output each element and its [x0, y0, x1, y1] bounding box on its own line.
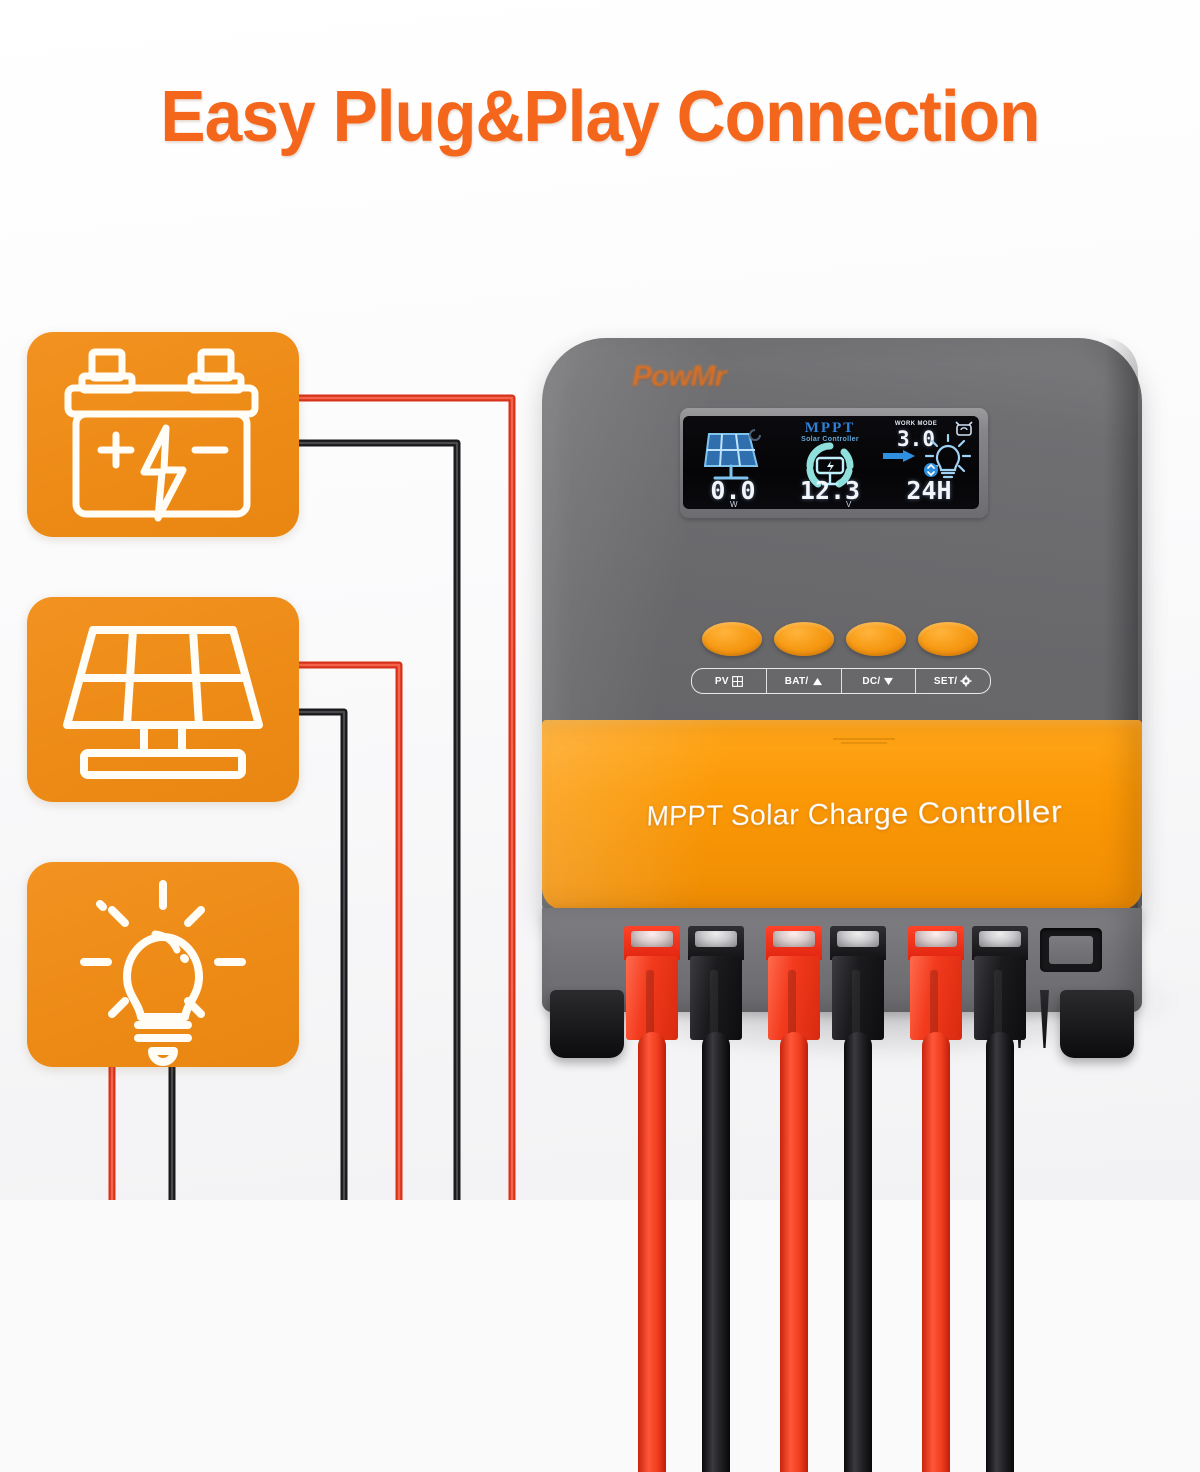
mppt-logo-subtitle: Solar Controller	[801, 436, 859, 443]
work-mode-value: 3.0	[897, 427, 935, 451]
terminal-connector-red-1[interactable]	[624, 926, 680, 1472]
grid-icon	[731, 675, 743, 687]
pv-power-unit: W	[730, 500, 738, 509]
arrow-right-icon	[883, 450, 915, 462]
spare-port[interactable]	[1040, 928, 1102, 972]
wiring-diagram	[108, 394, 516, 1200]
feature-card-light-bulb	[27, 862, 299, 1067]
rubber-foot-right	[1060, 990, 1134, 1058]
triangle-down-icon	[883, 677, 894, 686]
lcd-display: 0.0 W MPPT Solar Controller	[683, 416, 979, 509]
product-name-text: MPPT Solar Charge Controller	[645, 794, 1064, 833]
button-label-strip: PV BAT/ DC/ SET/	[691, 668, 991, 694]
lcd-pv-zone: 0.0 W	[685, 416, 781, 509]
pv-power-value: 0.0	[710, 476, 756, 505]
brand-logo: PowMr	[632, 360, 726, 393]
load-mode-value: 24H	[906, 476, 952, 505]
light-bulb-icon	[924, 433, 972, 479]
page-title: Easy Plug&Play Connection	[160, 77, 1040, 157]
battery-voltage-unit: V	[846, 500, 852, 509]
battery-voltage-value: 12.3	[799, 476, 861, 505]
terminal-connector-red-3[interactable]	[908, 926, 964, 1472]
feature-card-battery	[27, 332, 299, 537]
terminal-connector-red-2[interactable]	[766, 926, 822, 1472]
mppt-solar-charge-controller: PowMr 0.0 W	[520, 330, 1180, 1472]
pv-button[interactable]	[702, 622, 762, 656]
bat-button-label: BAT/	[767, 669, 842, 693]
battery-charging-icon	[806, 442, 854, 488]
terminal-connector-black-3[interactable]	[972, 926, 1028, 1472]
bat-up-button[interactable]	[774, 622, 834, 656]
mppt-logo-title: MPPT	[804, 420, 856, 436]
triangle-up-icon	[812, 677, 823, 686]
dc-down-button[interactable]	[846, 622, 906, 656]
rubber-foot-left	[550, 990, 624, 1058]
lcd-battery-zone: MPPT Solar Controller	[781, 416, 879, 509]
pv-label-text: PV	[714, 675, 729, 687]
pv-button-label: PV	[692, 669, 767, 693]
alarm-clock-icon	[955, 421, 973, 436]
dc-label-text: DC/	[862, 675, 881, 687]
set-button-label: SET/	[916, 669, 990, 693]
solar-panel-icon	[63, 626, 263, 779]
lcd-load-zone: WORK MODE 3.0	[879, 416, 979, 509]
work-mode-label: WORK MODE	[894, 421, 938, 427]
mounting-pin-2	[1040, 990, 1049, 1048]
set-button[interactable]	[918, 622, 978, 656]
lcd-bezel: 0.0 W MPPT Solar Controller	[680, 408, 988, 518]
battery-icon	[64, 348, 259, 522]
set-label-text: SET/	[933, 675, 958, 687]
vent-grille	[833, 738, 895, 746]
recycle-badge-icon	[924, 463, 938, 477]
light-bulb-icon	[80, 880, 246, 1066]
gear-icon	[960, 675, 972, 687]
solar-panel-icon	[703, 429, 761, 480]
bat-label-text: BAT/	[784, 675, 809, 687]
terminal-connector-black-1[interactable]	[688, 926, 744, 1472]
feature-card-solar-panel	[27, 597, 299, 802]
orange-front-band: MPPT Solar Charge Controller	[542, 720, 1142, 910]
dc-button-label: DC/	[842, 669, 917, 693]
terminal-connector-black-2[interactable]	[830, 926, 886, 1472]
